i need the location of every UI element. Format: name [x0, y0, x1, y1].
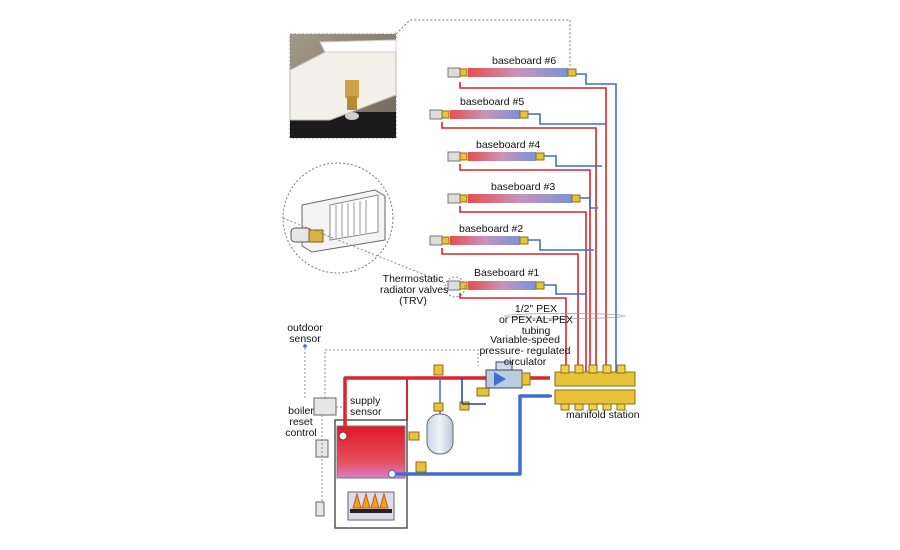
controls: [303, 344, 479, 517]
pex-label-line: or PEX-AL-PEX: [498, 314, 574, 326]
boiler-reset-control-label: boiler reset control: [280, 406, 322, 439]
home-run-piping: [441, 73, 617, 372]
trv-label-line: radiator valves: [380, 284, 449, 296]
supply-label-line: supply: [350, 395, 381, 407]
baseboard-6-label: baseboard #6: [492, 55, 557, 67]
circulator-label-line: Variable-speed: [490, 334, 560, 346]
baseboard-unit-3: [447, 193, 581, 204]
photo-leader: [395, 19, 571, 66]
boiler-label-line: boiler: [288, 405, 314, 417]
boiler-label-line: reset: [289, 416, 313, 428]
pex-tubing-label: 1/2" PEX or PEX-AL-PEX tubing: [496, 304, 576, 337]
manifold-station-label: manifold station: [566, 409, 640, 421]
trv-label-line: Thermostatic: [382, 273, 444, 285]
expansion-tank: [415, 364, 490, 473]
manifold-station: [554, 364, 636, 411]
supply-label-line: sensor: [350, 406, 382, 418]
baseboard-unit-6: [447, 67, 577, 78]
boiler-label-line: control: [285, 427, 317, 439]
baseboard-unit-5: [429, 109, 529, 120]
baseboard-4-label: baseboard #4: [476, 139, 541, 151]
supply-sensor-label: supply sensor: [350, 396, 382, 418]
circulator: [485, 361, 531, 389]
baseboard-5-label: baseboard #5: [460, 96, 525, 108]
circulator-label: Variable-speed pressure- regulated circu…: [474, 335, 576, 368]
trv-label: Thermostatic radiator valves (TRV): [380, 273, 449, 307]
baseboard-1-label: Baseboard #1: [474, 267, 540, 279]
baseboard-3-label: baseboard #3: [491, 181, 556, 193]
baseboard-unit-1: [447, 280, 545, 291]
boiler: [334, 419, 420, 529]
outdoor-sensor-label: outdoor sensor: [282, 323, 328, 345]
pex-label-line: tubing: [521, 325, 551, 337]
circulator-label-line: pressure- regulated: [479, 345, 571, 357]
baseboard-unit-2: [429, 235, 529, 246]
trv-closeup: [282, 162, 446, 284]
baseboard-photo: [289, 33, 397, 139]
outdoor-label-line: outdoor: [287, 322, 323, 334]
pex-label-line: 1/2" PEX: [514, 303, 558, 315]
baseboard-2-label: baseboard #2: [459, 223, 524, 235]
circulator-label-line: circulator: [503, 356, 547, 368]
main-piping: [343, 376, 552, 476]
trv-label-line: (TRV): [399, 295, 427, 307]
outdoor-label-line: sensor: [289, 333, 321, 345]
baseboard-unit-4: [447, 151, 545, 162]
baseboard-units: [429, 67, 581, 298]
